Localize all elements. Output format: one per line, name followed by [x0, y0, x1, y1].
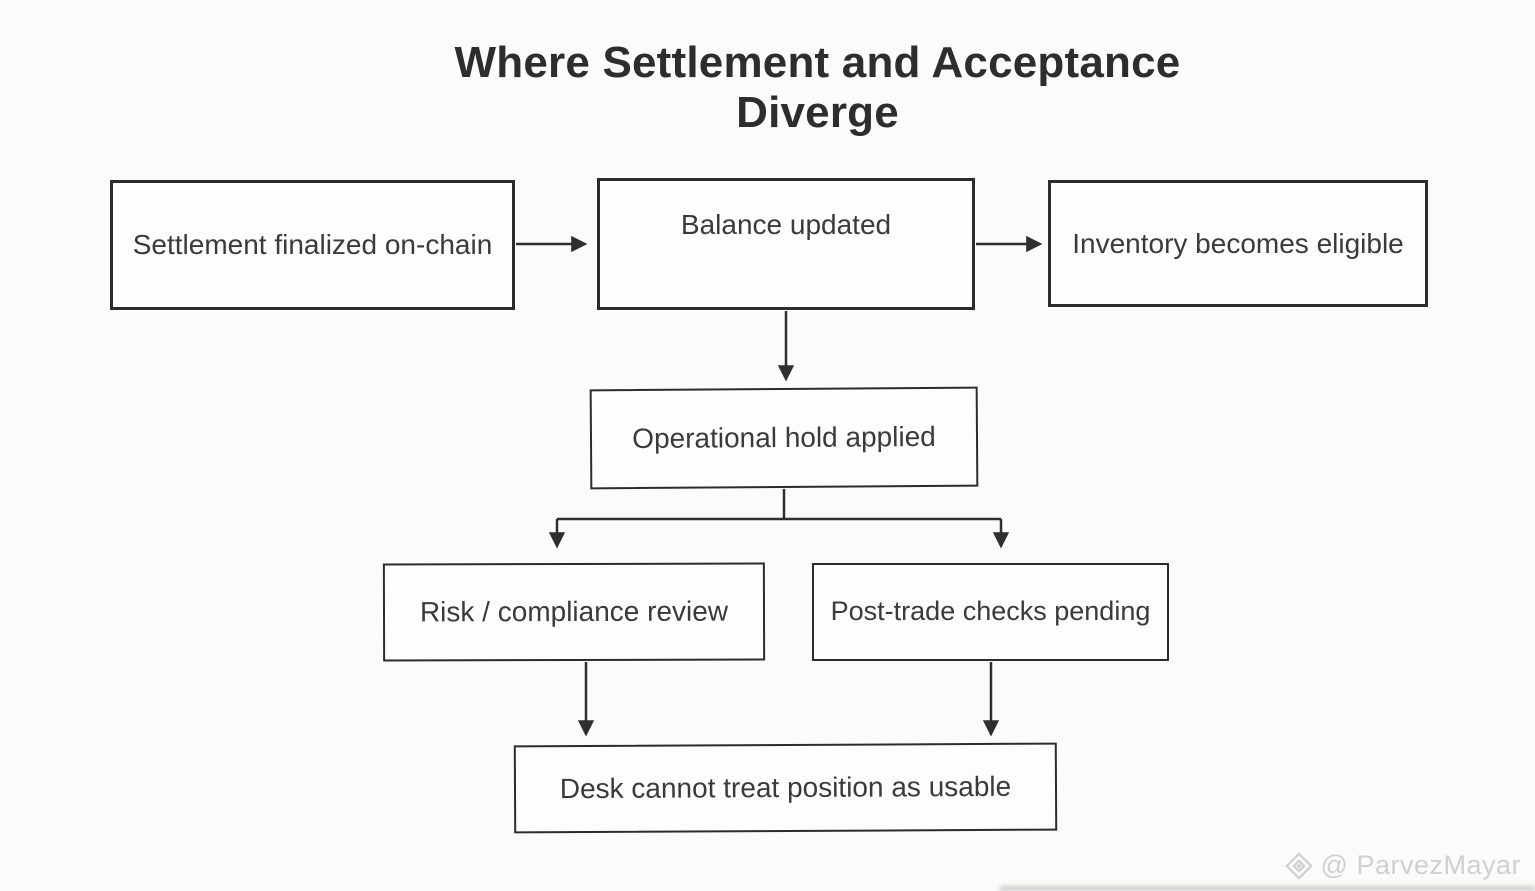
node-label: Post-trade checks pending [830, 596, 1151, 627]
watermark-handle: @ ParvezMayar [1320, 850, 1521, 880]
edge-hold-branch-line [557, 489, 1001, 521]
node-label: Balance updated [680, 209, 892, 240]
node-label: Operational hold applied [632, 421, 936, 455]
page-title: Where Settlement and Acceptance Diverge [454, 38, 1181, 137]
node-label: Settlement finalized on-chain [132, 229, 493, 261]
node-desk-unusable: Desk cannot treat position as usable [513, 742, 1058, 834]
node-label: Inventory becomes eligible [1072, 227, 1404, 259]
node-posttrade-checks: Post-trade checks pending [812, 563, 1169, 661]
watermark: @ ParvezMayar [1284, 850, 1521, 881]
node-label: Risk / compliance review [419, 595, 729, 628]
bottom-edge-smudge [1000, 886, 1535, 891]
node-risk-compliance-review: Risk / compliance review [382, 562, 766, 662]
node-balance-updated: Balance updated [597, 178, 975, 310]
node-inventory-eligible: Inventory becomes eligible [1048, 180, 1428, 307]
diamond-logo-icon [1284, 851, 1313, 880]
node-operational-hold: Operational hold applied [589, 386, 979, 490]
node-settlement-finalized: Settlement finalized on-chain [110, 180, 515, 310]
node-label: Desk cannot treat position as usable [559, 771, 1012, 805]
